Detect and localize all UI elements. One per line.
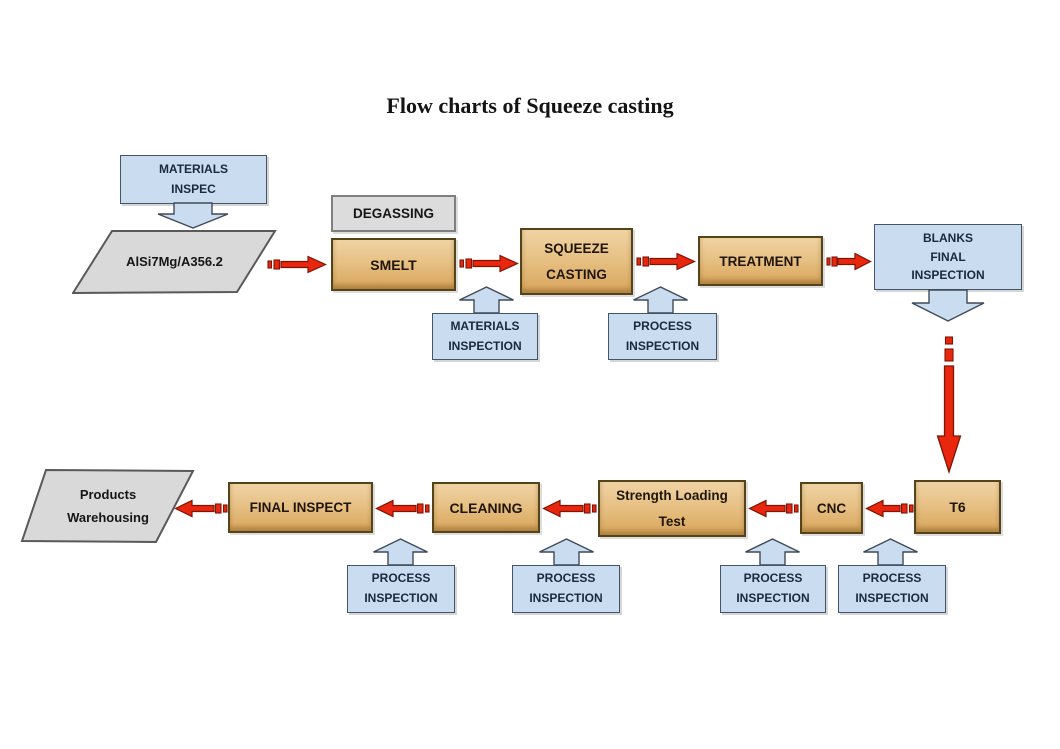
node-treatment: TREATMENT bbox=[698, 236, 823, 286]
node-label: FINAL INSPECT bbox=[249, 500, 352, 515]
node-materials-inspection: MATERIALS INSPECTION bbox=[432, 313, 538, 360]
node-process-inspection-1: PROCESS INSPECTION bbox=[347, 565, 455, 613]
node-label: FINAL bbox=[930, 249, 966, 264]
node-label: Products Warehousing bbox=[67, 487, 149, 525]
node-label: INSPEC bbox=[171, 181, 216, 196]
node-label: BLANKS bbox=[923, 231, 973, 246]
node-final-inspect: FINAL INSPECT bbox=[228, 482, 373, 533]
node-strength-loading-test: Strength Loading Test bbox=[598, 480, 746, 537]
node-label: SQUEEZE bbox=[544, 240, 609, 256]
node-t6: T6 bbox=[914, 480, 1001, 534]
node-label: MATERIALS bbox=[158, 161, 229, 176]
node-blanks-final-inspection: BLANKS FINAL INSPECTION bbox=[874, 224, 1022, 290]
node-label: MATERIALS bbox=[450, 318, 520, 333]
node-label: INSPECTION bbox=[911, 268, 985, 283]
node-process-inspection-2: PROCESS INSPECTION bbox=[512, 565, 620, 613]
node-degassing: DEGASSING bbox=[331, 195, 456, 232]
node-process-inspection-4: PROCESS INSPECTION bbox=[838, 565, 946, 613]
blue-down-arrow-icon bbox=[908, 289, 988, 322]
node-label: INSPECTION bbox=[364, 591, 438, 605]
node-label: INSPECTION bbox=[448, 338, 522, 353]
flow-arrow-icon bbox=[865, 499, 914, 518]
flow-arrow-icon bbox=[174, 499, 228, 518]
node-label: Strength Loading bbox=[616, 487, 728, 503]
flow-arrow-icon bbox=[542, 499, 597, 518]
node-products-warehousing: Products Warehousing bbox=[20, 469, 196, 544]
node-label: TREATMENT bbox=[719, 253, 802, 269]
flow-arrow-icon bbox=[459, 254, 519, 273]
node-smelt: SMELT bbox=[331, 238, 456, 291]
node-process-inspection-3: PROCESS INSPECTION bbox=[720, 565, 826, 613]
blue-down-arrow-icon bbox=[155, 202, 231, 229]
node-cleaning: CLEANING bbox=[432, 482, 540, 533]
flow-arrow-icon bbox=[267, 255, 327, 274]
blue-up-arrow-icon bbox=[744, 538, 801, 566]
node-label: PROCESS bbox=[862, 571, 922, 586]
node-alloy-parallelogram: AlSi7Mg/A356.2 bbox=[72, 230, 277, 294]
diagram-title: Flow charts of Squeeze casting bbox=[386, 93, 674, 118]
blue-up-arrow-icon bbox=[372, 538, 429, 566]
blue-up-arrow-icon bbox=[538, 538, 595, 566]
node-label: CLEANING bbox=[449, 499, 523, 516]
node-label: INSPECTION bbox=[625, 338, 700, 353]
node-materials-inspec: MATERIALS INSPEC bbox=[120, 155, 267, 204]
node-cnc: CNC bbox=[800, 482, 863, 534]
node-label: DEGASSING bbox=[352, 206, 434, 221]
flow-arrow-icon bbox=[748, 499, 799, 518]
node-label: PROCESS bbox=[536, 571, 596, 586]
node-label: INSPECTION bbox=[529, 591, 603, 605]
flow-arrow-icon bbox=[826, 252, 872, 271]
blue-up-arrow-icon bbox=[632, 286, 689, 314]
flow-arrow-icon bbox=[636, 252, 696, 271]
node-label: INSPECTION bbox=[736, 591, 810, 605]
node-label: AlSi7Mg/A356.2 bbox=[126, 253, 223, 269]
node-label: INSPECTION bbox=[855, 591, 929, 605]
node-label: T6 bbox=[949, 499, 966, 515]
node-label: PROCESS bbox=[633, 318, 692, 333]
blue-up-arrow-icon bbox=[862, 538, 919, 566]
flow-arrow-down-icon bbox=[933, 336, 965, 476]
node-label: Test bbox=[658, 513, 686, 529]
node-label: PROCESS bbox=[371, 571, 431, 586]
blue-up-arrow-icon bbox=[458, 286, 515, 314]
node-label: PROCESS bbox=[743, 571, 803, 586]
node-process-inspection-top: PROCESS INSPECTION bbox=[608, 313, 717, 360]
node-label: CASTING bbox=[546, 266, 607, 282]
node-label: SMELT bbox=[370, 256, 417, 273]
flow-arrow-icon bbox=[375, 499, 430, 518]
node-squeeze-casting: SQUEEZE CASTING bbox=[520, 228, 633, 295]
node-label: CNC bbox=[816, 500, 847, 516]
